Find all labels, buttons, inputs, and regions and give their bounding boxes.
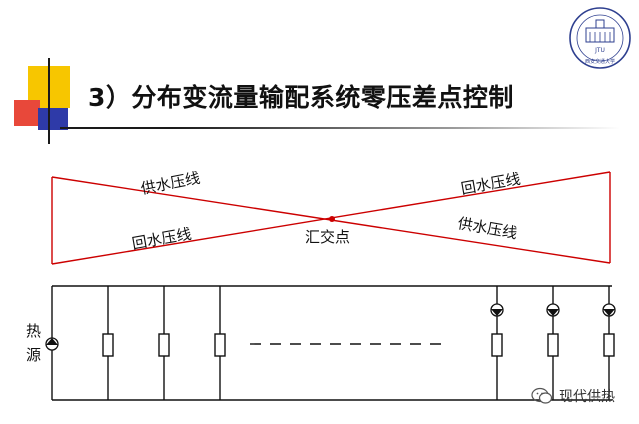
watermark-text: 现代供热: [559, 389, 615, 405]
heat-source-label-1: 热: [26, 322, 41, 340]
deco-vertical-rule: [48, 58, 50, 144]
title-underline: [60, 127, 620, 129]
university-logo: JTU 西安交通大学: [569, 7, 631, 69]
distributed-pump-3: [602, 303, 616, 317]
deco-blue-block: [38, 108, 68, 130]
slide-title: 3）分布变流量输配系统零压差点控制: [88, 83, 514, 112]
heat-source-label-2: 源: [26, 346, 41, 364]
user-resistor-3: [214, 333, 226, 357]
supply-line-label-right: 供水压线: [456, 214, 518, 242]
user-resistor-5: [547, 333, 559, 357]
junction-label: 汇交点: [305, 228, 350, 246]
return-line-label-left: 回水压线: [131, 225, 193, 253]
user-resistor-4: [491, 333, 503, 357]
heat-source-pump: [45, 337, 59, 351]
user-resistor-2: [158, 333, 170, 357]
user-resistor-1: [102, 333, 114, 357]
logo-text-top: JTU: [594, 47, 605, 54]
watermark: 现代供热: [531, 384, 615, 408]
pipe-network: [51, 285, 612, 401]
wechat-icon: [531, 387, 553, 404]
user-resistor-6: [603, 333, 615, 357]
distributed-pump-1: [490, 303, 504, 317]
return-line-label-right: 回水压线: [460, 170, 522, 198]
distributed-pump-2: [546, 303, 560, 317]
junction-point: [329, 216, 335, 222]
supply-line-label-left: 供水压线: [139, 169, 201, 198]
logo-text-bottom: 西安交通大学: [585, 58, 615, 65]
deco-red-block: [14, 100, 40, 126]
